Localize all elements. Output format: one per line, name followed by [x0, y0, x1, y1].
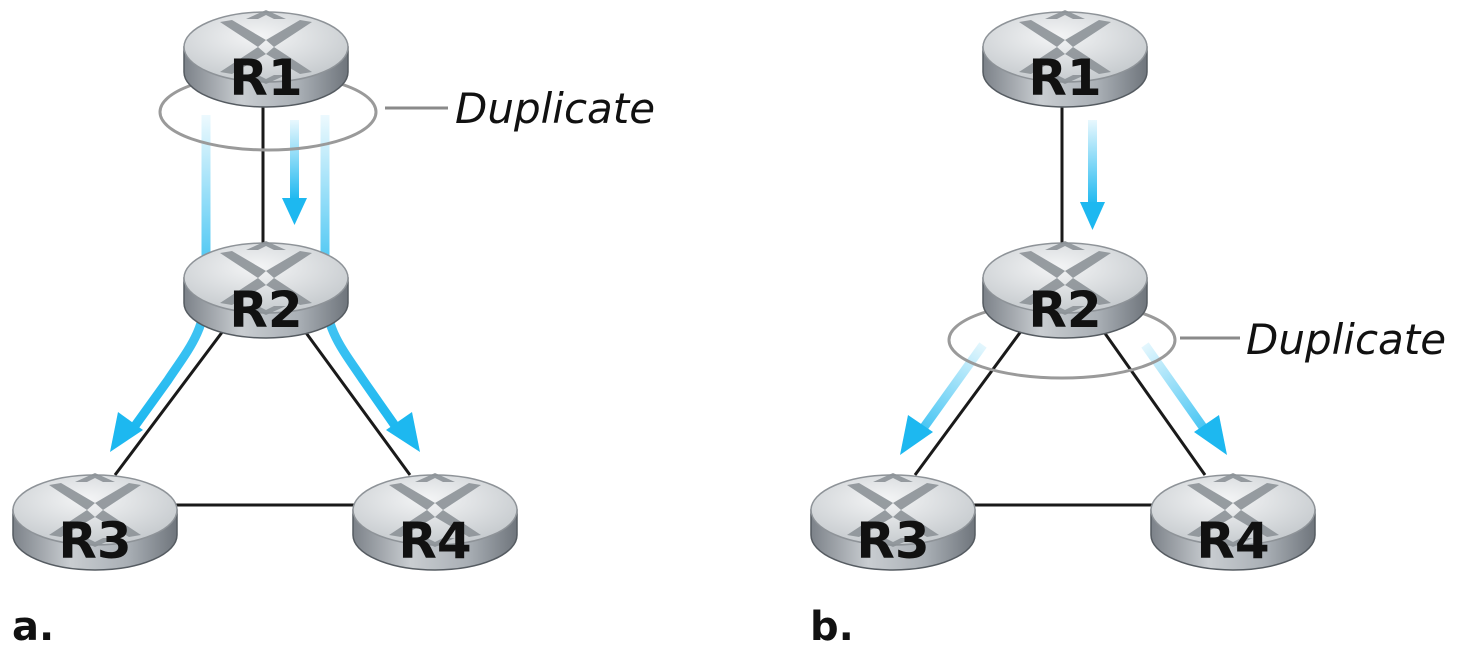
router-label-r4: R4 — [1196, 512, 1269, 570]
arrow-icon — [282, 120, 307, 225]
panel-b: Duplicate R1 R2 R3 R4 b. — [810, 9, 1446, 648]
router-label-r3: R3 — [58, 512, 131, 570]
router-icon: R3 — [810, 472, 976, 571]
router-icon: R4 — [1150, 472, 1316, 571]
router-icon: R1 — [183, 9, 349, 108]
router-label-r4: R4 — [398, 512, 471, 570]
router-label-r2: R2 — [1028, 281, 1101, 339]
link-r2-r3 — [113, 314, 237, 476]
router-label-r1: R1 — [229, 49, 302, 107]
panel-label-b: b. — [810, 604, 854, 648]
router-icon: R1 — [982, 9, 1148, 108]
link-r2-r3 — [913, 314, 1035, 476]
panel-a: Duplicate R1 R2 R3 R4 a. — [12, 9, 655, 648]
router-label-r2: R2 — [229, 281, 302, 339]
router-icon: R4 — [352, 472, 518, 571]
link-r2-r4 — [1090, 314, 1207, 476]
link-r2-r4 — [291, 314, 412, 476]
router-icon: R2 — [183, 240, 349, 339]
panel-label-a: a. — [12, 604, 54, 648]
arrow-icon — [900, 342, 987, 455]
router-icon: R2 — [982, 240, 1148, 339]
duplicate-label: Duplicate — [455, 84, 655, 133]
router-icon: R3 — [12, 472, 178, 571]
duplicate-label: Duplicate — [1246, 315, 1446, 364]
router-label-r3: R3 — [856, 512, 929, 570]
arrow-icon — [1080, 120, 1105, 230]
arrow-icon — [1141, 342, 1227, 455]
router-label-r1: R1 — [1028, 49, 1101, 107]
